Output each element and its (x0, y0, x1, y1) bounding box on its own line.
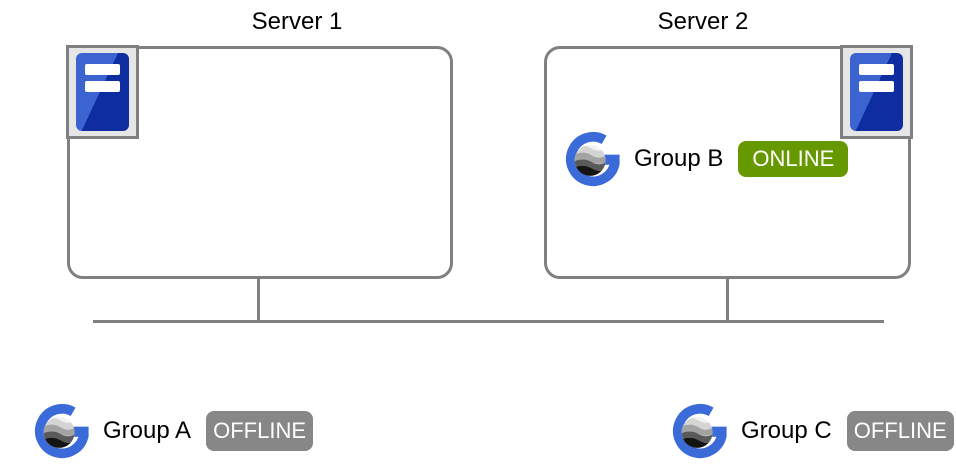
server-tower-icon (66, 45, 139, 139)
server-tower-glyph (76, 53, 129, 131)
group-logo-icon (33, 402, 91, 460)
server-drive-bay (859, 81, 894, 92)
server2-connector-line (726, 277, 729, 321)
status-badge: OFFLINE (846, 410, 954, 451)
group-c-node[interactable]: Group C OFFLINE (671, 401, 954, 460)
server-drive-bay (85, 81, 120, 92)
server-drive-bay (859, 64, 894, 75)
server-tower-glyph (850, 53, 903, 131)
status-badge: OFFLINE (206, 410, 314, 451)
server-drive-bay (85, 64, 120, 75)
server1-title: Server 1 (251, 8, 343, 35)
group-name: Group A (103, 416, 192, 444)
status-badge: ONLINE (738, 141, 849, 177)
group-a-node[interactable]: Group A OFFLINE (33, 401, 314, 460)
group-name: Group C (741, 416, 832, 444)
server2-title: Server 2 (657, 8, 749, 35)
group-logo-icon (564, 130, 622, 188)
network-bus-line (93, 320, 884, 323)
group-b-node[interactable]: Group B ONLINE (564, 130, 849, 188)
group-name: Group B (634, 145, 724, 172)
group-logo-icon (671, 402, 729, 460)
server1-connector-line (257, 277, 260, 321)
server-tower-icon (840, 45, 913, 139)
